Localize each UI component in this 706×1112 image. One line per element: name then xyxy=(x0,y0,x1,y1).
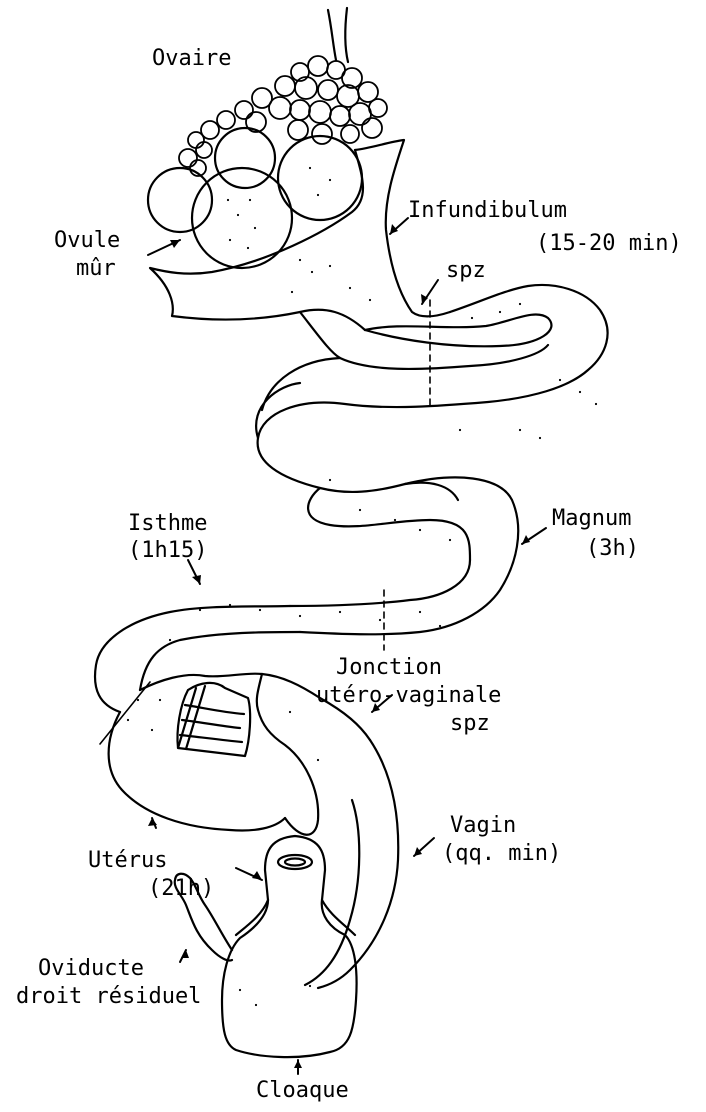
label-right-oviduct-1: Oviducte xyxy=(38,958,144,980)
isthmus xyxy=(95,606,300,712)
label-magnum: Magnum xyxy=(552,508,631,530)
label-junction-spz: spz xyxy=(450,713,490,735)
follicle-large-1 xyxy=(215,128,275,188)
label-junction-1: Jonction xyxy=(336,657,442,679)
oviduct-inner-edge xyxy=(300,312,551,369)
label-vagina-time: (qq. min) xyxy=(442,843,561,865)
label-isthmus: Isthme xyxy=(128,513,207,535)
infundibulum-funnel xyxy=(355,140,450,317)
label-vagina: Vagin xyxy=(450,815,516,837)
ovary-stalk xyxy=(328,8,348,62)
label-spz-top: spz xyxy=(446,260,486,282)
label-infundibulum-time: (15-20 min) xyxy=(536,233,682,255)
label-right-oviduct-2: droit résiduel xyxy=(16,986,201,1008)
label-ripe-ovum-2: mûr xyxy=(76,258,116,280)
vagina xyxy=(305,740,398,988)
oviduct-outer-edge xyxy=(258,285,608,634)
label-magnum-time: (3h) xyxy=(586,538,639,560)
follicle-large-2 xyxy=(148,168,212,232)
label-uterus: Utérus xyxy=(88,850,167,872)
label-infundibulum: Infundibulum xyxy=(408,200,567,222)
label-isthmus-time: (1h15) xyxy=(128,540,207,562)
label-ovary: Ovaire xyxy=(152,48,231,70)
label-cloaca: Cloaque xyxy=(256,1080,349,1102)
label-ripe-ovum-1: Ovule xyxy=(54,230,120,252)
uterus-section xyxy=(177,683,250,756)
label-uterus-time: (21h) xyxy=(148,878,214,900)
label-junction-2: utéro-vaginale xyxy=(316,685,501,707)
isthmus-uterus-line xyxy=(100,682,150,744)
